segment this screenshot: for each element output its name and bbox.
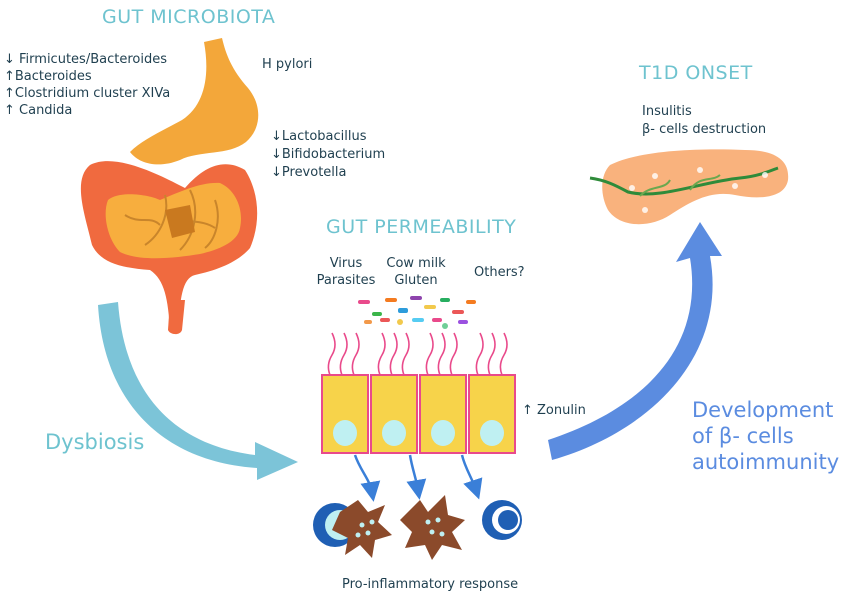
autoimmunity-line-3: autoimmunity: [692, 450, 840, 474]
pancreas-icon: [589, 149, 789, 225]
t1d-onset-title: T1D ONSET: [639, 62, 753, 84]
microbiota-change-3: ↑Clostridium cluster XIVa: [4, 86, 171, 101]
pro-inflammatory-label: Pro-inflammatory response: [342, 577, 519, 592]
microbiota-change-2: ↑Bacteroides: [4, 69, 92, 84]
trigger-parasites: Parasites: [316, 273, 376, 288]
stomach-icon: [130, 38, 259, 165]
autoimmunity-line-2: of β- cells: [692, 424, 794, 448]
t1d-effect-insulitis: Insulitis: [642, 104, 692, 119]
microbiota-change-4: ↑ Candida: [4, 103, 73, 118]
zonulin-label: ↑ Zonulin: [522, 403, 586, 418]
translocation-arrows: [353, 454, 483, 502]
trigger-virus: Virus: [329, 256, 363, 271]
decreased-bacteria-1: ↓Lactobacillus: [271, 129, 367, 144]
dysbiosis-label: Dysbiosis: [45, 430, 145, 454]
epithelial-cells-icon: [321, 332, 516, 454]
intestine-icon: [80, 161, 258, 335]
trigger-gluten: Gluten: [394, 273, 438, 288]
h-pylori-label: H pylori: [262, 57, 313, 72]
microbiota-change-1: ↓ Firmicutes/Bacteroides: [4, 52, 167, 67]
gut-microbiota-title: GUT MICROBIOTA: [102, 6, 276, 28]
gut-permeability-title: GUT PERMEABILITY: [326, 216, 517, 238]
autoimmunity-line-1: Development: [692, 398, 834, 422]
dysbiosis-arrow: [98, 302, 298, 480]
antigens-icon: [358, 296, 476, 329]
autoimmunity-arrow: [548, 222, 722, 460]
decreased-bacteria-3: ↓Prevotella: [271, 165, 347, 180]
decreased-bacteria-2: ↓Bifidobacterium: [271, 147, 386, 162]
t1d-effect-destruction: β- cells destruction: [642, 122, 767, 137]
trigger-cow-milk: Cow milk: [386, 256, 446, 271]
immune-cells-icon: [313, 495, 522, 560]
trigger-others: Others?: [474, 265, 525, 280]
